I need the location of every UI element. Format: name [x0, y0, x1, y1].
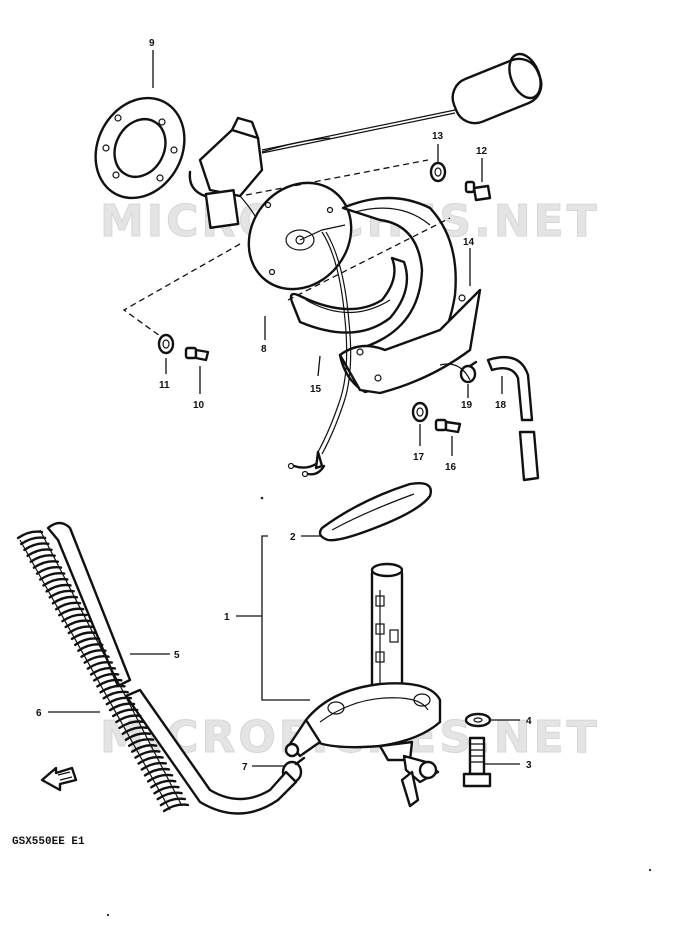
seal-strip-15: [289, 256, 409, 334]
spring-coil: [45, 583, 72, 593]
spring-coil: [58, 607, 85, 617]
spring-coil: [64, 619, 91, 629]
callout-2: 2: [290, 532, 296, 543]
spring-coil: [67, 625, 94, 635]
spring-coil: [131, 744, 158, 753]
spring-coil: [146, 773, 174, 783]
spring-coil: [159, 797, 187, 807]
screw-12: [464, 180, 492, 202]
callout-leaders: [48, 50, 520, 767]
callout-4: 4: [526, 716, 532, 727]
spring-coils: [16, 530, 190, 813]
callout-17: 17: [413, 452, 425, 463]
dashed-leader-upper-bottom: [287, 217, 451, 301]
spring-coil: [118, 720, 145, 730]
callout-14: 14: [463, 237, 475, 248]
speck: [648, 868, 652, 872]
spring-coil: [134, 750, 161, 759]
spring-coil: [51, 595, 79, 605]
callout-1: 1: [224, 612, 230, 623]
dashed-leader-upper-left: [122, 243, 241, 337]
screw-10: [184, 346, 210, 362]
spring-coil: [83, 655, 110, 664]
spring-coil: [89, 666, 117, 676]
spring-coil: [26, 548, 53, 558]
washer-17: [411, 401, 429, 423]
spring-coil: [140, 761, 167, 771]
spring-coil: [39, 571, 66, 581]
spring-coil: [86, 660, 114, 670]
callout-18: 18: [495, 400, 507, 411]
callout-5: 5: [174, 650, 180, 661]
spring-coil: [115, 714, 142, 724]
spring-coil: [124, 732, 152, 741]
model-code-label: GSX550EE E1: [12, 836, 85, 848]
spring-coil: [32, 560, 60, 569]
bolt-3: [462, 736, 492, 788]
callout-13: 13: [432, 131, 444, 142]
spring-coil: [156, 791, 183, 801]
spring-coil: [80, 649, 107, 658]
spring-coil: [137, 755, 164, 765]
callout-12: 12: [476, 146, 488, 157]
spring-coil: [121, 726, 148, 736]
spring-coil: [127, 738, 155, 747]
spring-coil: [54, 601, 82, 611]
spring-coil: [99, 684, 126, 694]
spring-coil: [143, 767, 171, 777]
callout-16: 16: [445, 462, 457, 473]
spring-coil: [23, 542, 50, 552]
spring-coil: [48, 589, 75, 599]
spring-coil: [73, 637, 101, 647]
spring-coil: [150, 779, 177, 789]
spring-coil: [108, 702, 136, 712]
speck: [106, 913, 110, 917]
callout-6: 6: [36, 708, 42, 719]
spring-coil: [96, 678, 123, 688]
callout-9: 9: [149, 38, 155, 49]
spring-coil: [35, 566, 63, 575]
callout-19: 19: [461, 400, 473, 411]
callout-8: 8: [261, 344, 267, 355]
clamp-19: [459, 360, 478, 384]
spring-coil: [112, 708, 139, 718]
washer-11: [157, 333, 175, 355]
fuel-cock-assembly-1: [284, 562, 442, 808]
fuel-hose-5: [46, 521, 298, 815]
gasket-ring-9: [94, 96, 186, 200]
callout-3: 3: [526, 760, 532, 771]
callout-11: 11: [159, 380, 170, 391]
sender-plate-8: [247, 181, 353, 291]
bracket-1: [261, 535, 310, 701]
callout-15: 15: [310, 384, 322, 395]
wire-harness: [287, 231, 471, 478]
spring-coil: [92, 672, 120, 682]
callout-7: 7: [242, 762, 248, 773]
spring-coil: [70, 631, 98, 641]
washer-13: [429, 161, 447, 183]
spring-coil: [16, 530, 44, 540]
spring-coil: [42, 577, 69, 587]
spring-coil: [162, 803, 190, 813]
spring-coil: [77, 643, 104, 652]
direction-arrow-icon: [40, 766, 78, 792]
spring-coil: [29, 554, 56, 563]
callout-10: 10: [193, 400, 205, 411]
spring-coil: [153, 785, 180, 795]
breather-hose-18: [486, 355, 540, 482]
float-arm-and-float: [261, 52, 543, 154]
spring-coil: [105, 696, 133, 706]
speck: [260, 496, 264, 500]
o-ring-gasket-2: [318, 482, 432, 542]
spring-coil: [19, 536, 47, 546]
spring-coil: [61, 613, 88, 623]
shield-protector-14: [338, 196, 482, 395]
dashed-leader-upper-right: [245, 159, 429, 196]
screw-16: [434, 418, 462, 434]
washer-4: [464, 712, 492, 728]
spring-coil: [102, 690, 129, 700]
